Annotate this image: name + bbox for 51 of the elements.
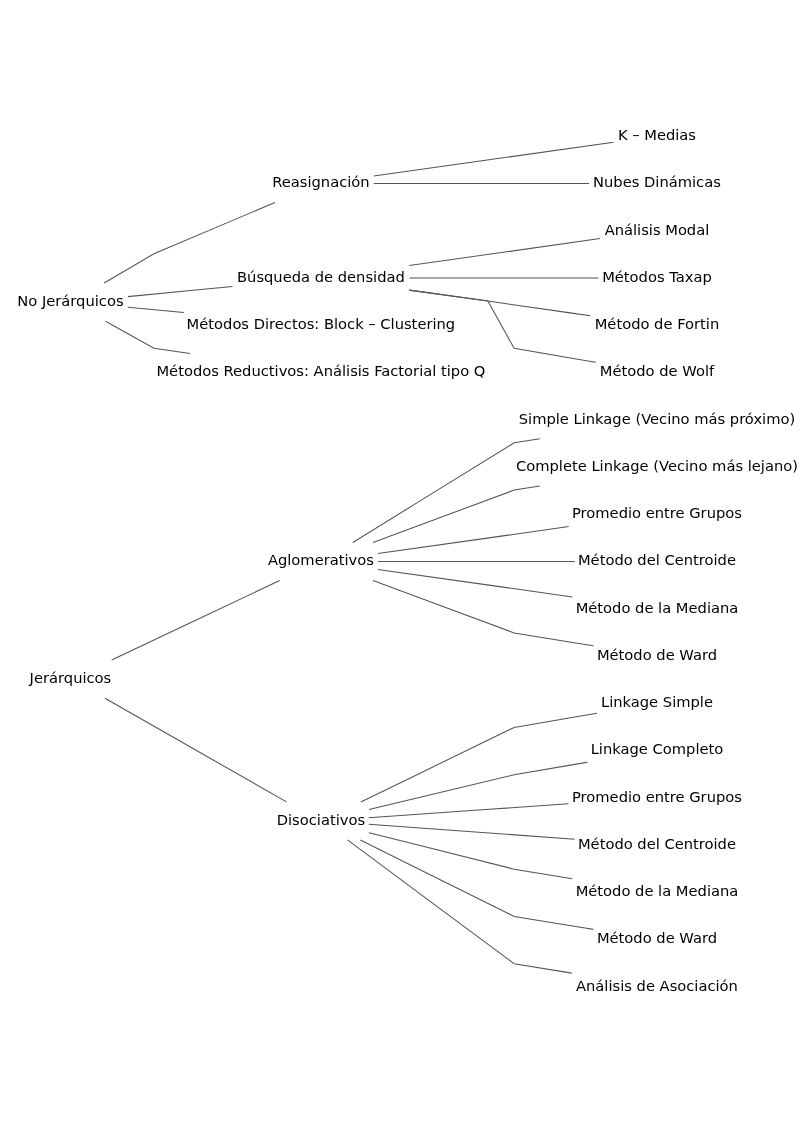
connector — [376, 568, 573, 597]
node-text: Linkage Simple — [600, 692, 713, 710]
node-text: Método del Centroide — [577, 834, 736, 852]
connector — [408, 276, 599, 278]
node-text: Promedio entre Grupos — [571, 503, 742, 521]
connector — [351, 437, 540, 543]
node-text: Reasignación — [271, 172, 370, 190]
connector — [346, 838, 572, 974]
connector — [104, 320, 190, 354]
connector — [367, 831, 573, 879]
node-text: Complete Linkage (Vecino más lejano) — [515, 456, 798, 474]
node-text: Métodos Reductivos: Análisis Factorial tipo Q — [155, 361, 485, 379]
connector — [126, 285, 233, 297]
node-text: Método de la Mediana — [575, 881, 738, 899]
node-text: Método de Ward — [596, 645, 717, 663]
connector — [372, 141, 614, 177]
connector — [367, 823, 575, 840]
connector — [376, 560, 575, 562]
connector — [367, 802, 569, 818]
node-text: Método de la Mediana — [575, 598, 738, 616]
node-text: Método del Centroide — [577, 550, 736, 568]
connector — [372, 182, 589, 184]
node-text: Análisis Modal — [604, 220, 709, 238]
node-text: Método de Ward — [596, 928, 717, 946]
node-text: Promedio entre Grupos — [571, 787, 742, 805]
node-text: Nubes Dinámicas — [592, 172, 721, 190]
node-text: Método de Fortin — [594, 314, 719, 332]
node-text: Jerárquicos — [29, 668, 111, 686]
connector — [126, 306, 184, 313]
connector — [359, 712, 598, 802]
node-text: No Jerárquicos — [16, 291, 124, 309]
connector — [110, 579, 280, 661]
node-text: Búsqueda de densidad — [236, 267, 405, 285]
connector — [376, 525, 569, 554]
node-text: K – Medias — [617, 125, 696, 143]
connector — [367, 761, 588, 810]
connector — [371, 579, 594, 646]
node-text: Métodos Directos: Block – Clustering — [186, 314, 455, 332]
connector — [103, 201, 275, 284]
node-text: Disociativos — [276, 810, 365, 828]
connector — [408, 237, 601, 266]
node-text: Aglomerativos — [267, 550, 374, 568]
node-text: Linkage Completo — [590, 739, 723, 757]
node-text: Método de Wolf — [599, 361, 714, 379]
connector — [371, 484, 540, 543]
node-text: Análisis de Asociación — [575, 976, 738, 994]
connector — [408, 289, 596, 363]
connector — [103, 697, 287, 802]
connector — [359, 839, 594, 930]
node-text: Simple Linkage (Vecino más próximo) — [518, 409, 795, 427]
node-text: Métodos Taxap — [601, 267, 712, 285]
